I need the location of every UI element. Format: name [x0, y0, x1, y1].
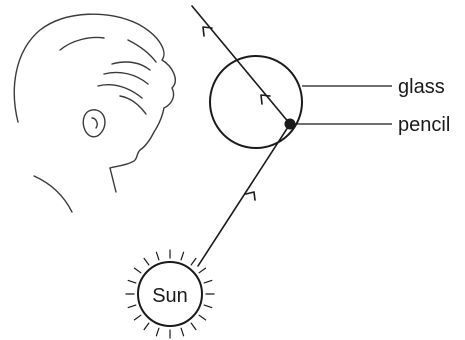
sun-ray: [198, 267, 207, 274]
sun-ray: [143, 322, 150, 331]
sun-ray: [143, 257, 150, 266]
arrow-icon: [260, 94, 271, 105]
child-head-icon: [13, 13, 176, 213]
sun-ray: [127, 279, 137, 284]
sun-ray: [190, 257, 197, 266]
sun-ray: [155, 251, 160, 261]
sun-ray: [133, 314, 142, 321]
sun-icon: Sun: [125, 249, 215, 339]
sun-ray: [155, 327, 160, 337]
glass-circle: [209, 55, 303, 149]
sun-ray: [180, 251, 185, 261]
ray-sun-to-pencil: [197, 123, 291, 267]
glass-label: glass: [398, 76, 445, 98]
pencil-label: pencil: [398, 114, 450, 136]
pencil-dot-icon: [284, 118, 296, 130]
sun-ray: [190, 322, 197, 331]
sun-ray: [203, 304, 213, 309]
sun-label: Sun: [152, 285, 188, 307]
sun-ray: [198, 314, 207, 321]
ray-arrows: [202, 26, 271, 201]
arrow-icon: [245, 191, 256, 201]
sun-ray: [203, 279, 213, 284]
arrow-icon: [202, 26, 213, 37]
sun-ray: [127, 304, 137, 309]
sun-ray: [180, 327, 185, 337]
light-ray: [191, 5, 291, 267]
sun-circle: [137, 261, 203, 327]
ray-pencil-to-eye: [191, 5, 291, 125]
sun-ray: [133, 267, 142, 274]
